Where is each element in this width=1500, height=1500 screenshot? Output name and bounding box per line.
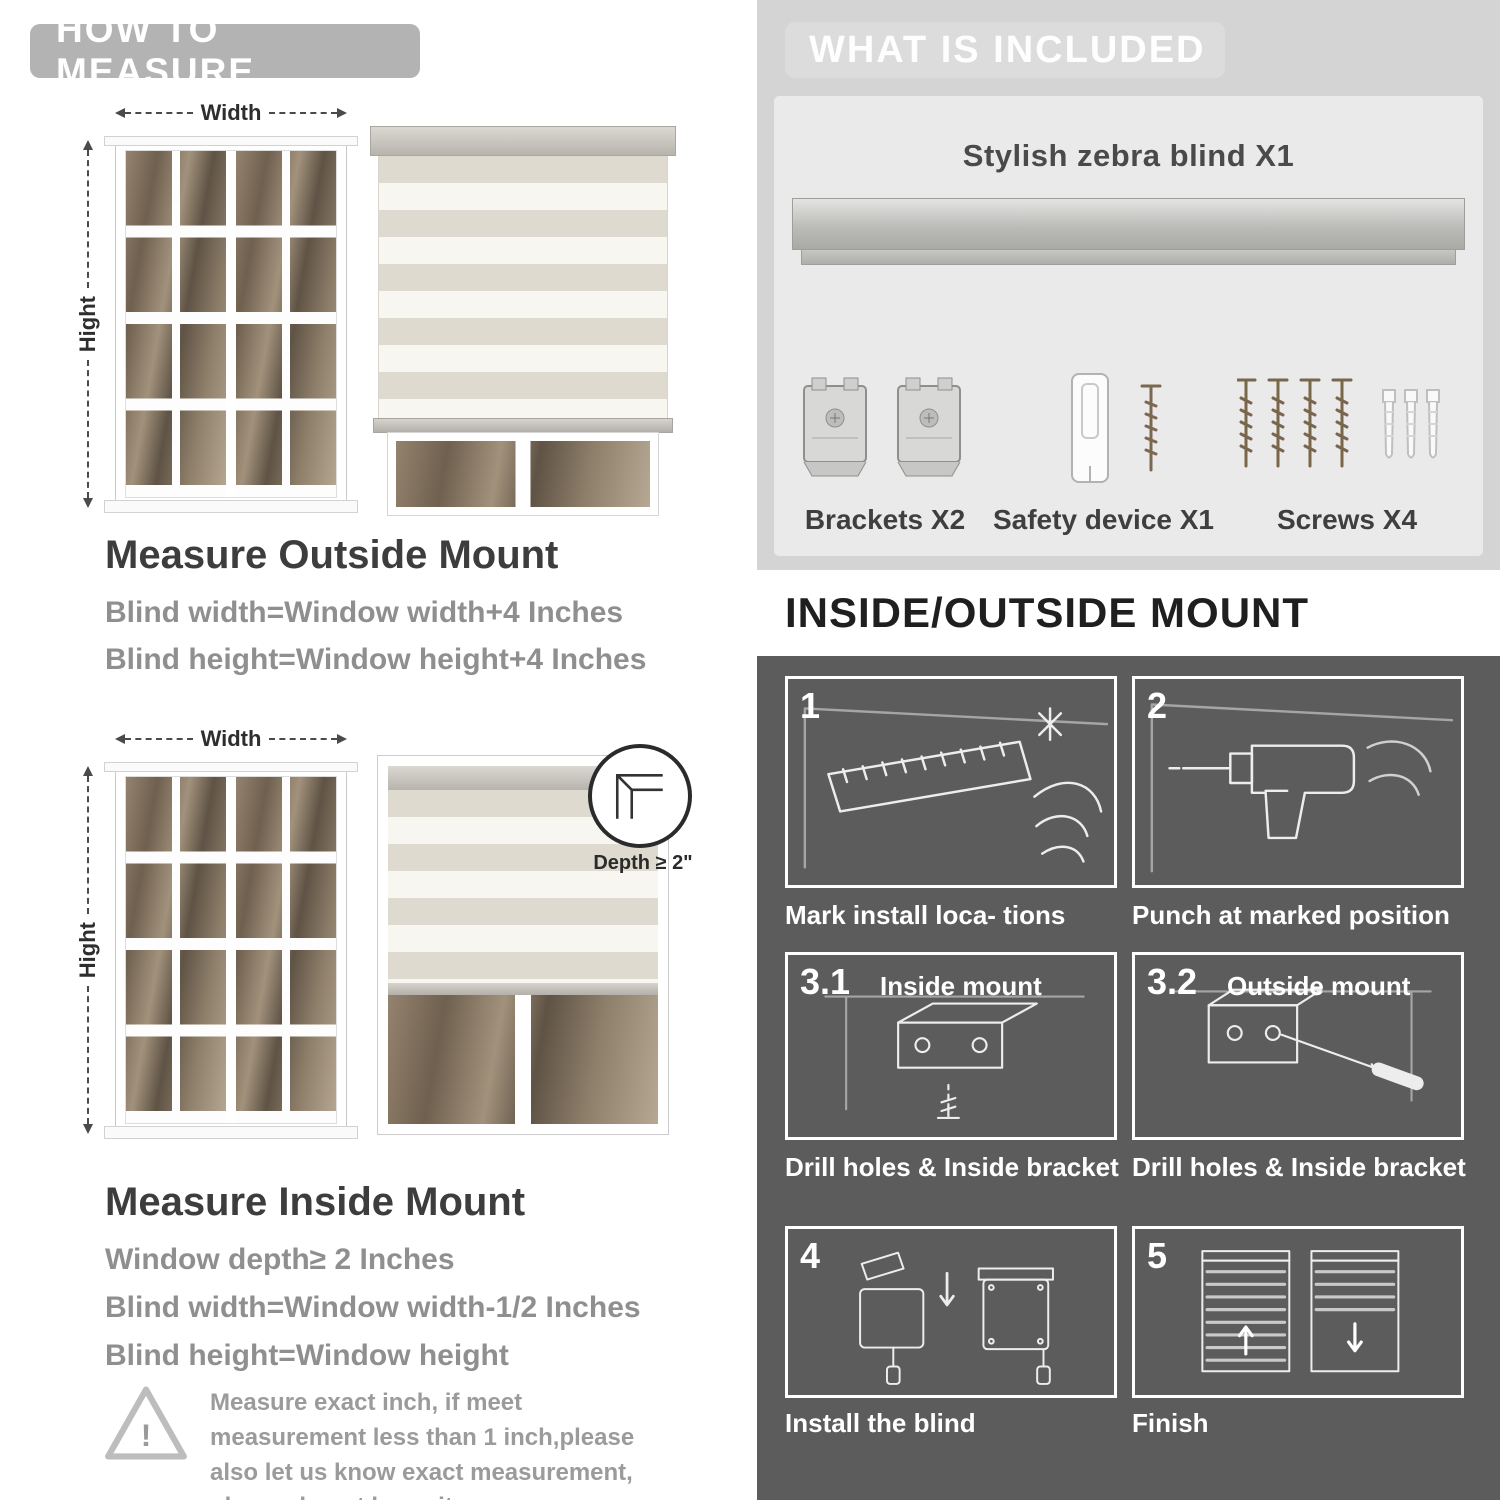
step-mode-label: Inside mount [880,971,1042,1001]
step-box-2: 2 [1132,676,1464,888]
step-caption: Finish [1132,1408,1209,1438]
zebra-blind-illustration-outside [370,126,676,516]
step-number: 3.1 [800,961,851,1002]
height-dimension-outside: Hight [75,140,100,509]
headrail-lip [801,250,1456,265]
arrow-down-icon [83,498,93,509]
height-dimension-inside: Hight [75,766,100,1135]
finished-blinds-illustration [1201,1250,1400,1373]
how-to-measure-header: HOW TO MEASURE [30,9,420,92]
arrow-up-icon [83,140,93,150]
inside-mount-rule: Blind height=Window height [105,1339,509,1372]
window-pane [236,151,336,497]
arrow-left-icon [115,734,125,744]
mount-header-title: INSIDE/OUTSIDE MOUNT [785,589,1310,636]
inside-mount-rule: Blind width=Window width-1/2 Inches [105,1291,641,1324]
height-label: Hight [75,921,100,979]
mark-locations-illustration [803,707,1109,869]
inside-mount-rule: Window depth≥ 2 Inches [105,1243,455,1276]
step-caption: Punch at marked position [1132,900,1450,930]
window-top-ledge [104,136,358,146]
depth-note: Depth ≥ 2" [593,852,693,874]
safety-device-item: Safety device X1 [993,370,1214,536]
headrail-bar [792,198,1465,250]
mount-header-bar: INSIDE/OUTSIDE MOUNT [757,570,1500,656]
svg-text:!: ! [141,1417,152,1453]
blind-headrail [370,126,676,156]
outside-mount-rule: Blind height=Window height+4 Inches [105,643,647,676]
brackets-item: Brackets X2 [800,370,970,536]
blind-bottom-bar [373,418,673,433]
inside-bracket-illustration [824,995,1085,1120]
step-number: 1 [800,685,821,726]
window-illustration-inside [104,762,358,1139]
step-caption: Install the blind [785,1408,976,1438]
what-is-included-header: WHAT IS INCLUDED [785,22,1225,78]
window-sill [104,500,358,513]
arrow-left-icon [115,108,125,118]
step-box-1: 1 [785,676,1117,888]
window-depth-corner-icon [615,774,663,819]
step-mode-label: Outside mount [1227,971,1411,1001]
window-pane [126,151,226,497]
safety-device-icon [1070,373,1161,483]
blind-product-label: Stylish zebra blind X1 [962,138,1295,173]
width-label: Width [200,726,262,751]
install-blind-illustration [859,1251,1054,1385]
width-dimension-inside: Width [115,726,348,751]
step-number: 5 [1147,1235,1168,1276]
height-label: Hight [75,295,100,353]
mount-steps-panel: 1 2 [757,656,1500,1500]
blind-stripes [378,156,668,418]
warning-text: Measure exact inch, if meet measurement … [210,1389,635,1500]
window-top-ledge [104,762,358,772]
outside-bracket-illustration [1169,988,1432,1102]
screws-item: Screws X4 [1237,370,1457,536]
brackets-label: Brackets X2 [804,504,966,535]
included-items-panel: Stylish zebra blind X1 [774,96,1483,556]
window-illustration-outside [104,136,358,513]
step-caption: Drill holes & Inside bracket [785,1152,1119,1182]
brackets-icon [803,377,961,477]
window-fragment [388,995,658,1124]
what-is-included-section: WHAT IS INCLUDED Stylish zebra blind X1 [757,0,1500,570]
window-mullion [226,777,236,1123]
blind-bottom-bar [388,983,658,996]
safety-device-label: Safety device X1 [992,504,1215,535]
step-caption: Mark install loca- tions [785,900,1066,930]
step-number: 3.2 [1147,961,1198,1002]
inside-mount-title: Measure Inside Mount [105,1180,526,1224]
arrow-right-icon [337,108,348,118]
arrow-right-icon [337,734,348,744]
drill-illustration [1150,703,1454,873]
window-fragment [387,432,659,516]
arrow-down-icon [83,1124,93,1135]
width-dimension-outside: Width [115,100,348,125]
depth-callout-circle [588,744,692,848]
outside-mount-rule: Blind width=Window width+4 Inches [105,596,624,629]
width-label: Width [200,100,262,125]
step-box-5: 5 [1132,1226,1464,1398]
screws-label: Screws X4 [1276,504,1418,535]
outside-mount-title: Measure Outside Mount [105,533,559,577]
step-box-3-2: 3.2 Outside mount [1132,952,1464,1140]
window-pane [126,777,226,1123]
screws-icon [1237,378,1440,468]
window-pane [236,777,336,1123]
window-mullion [226,151,236,497]
step-number: 2 [1147,685,1168,726]
step-box-4: 4 [785,1226,1117,1398]
window-sill [104,1126,358,1139]
step-caption: Drill holes & Inside bracket [1132,1152,1466,1182]
warning-note: ! Measure exact inch, if meet measuremen… [102,1382,682,1500]
warning-triangle-icon: ! [105,1386,187,1460]
zebra-blind-headrail-illustration [792,198,1465,265]
step-box-3-1: 3.1 Inside mount [785,952,1117,1140]
step-number: 4 [800,1235,821,1276]
arrow-up-icon [83,766,93,776]
